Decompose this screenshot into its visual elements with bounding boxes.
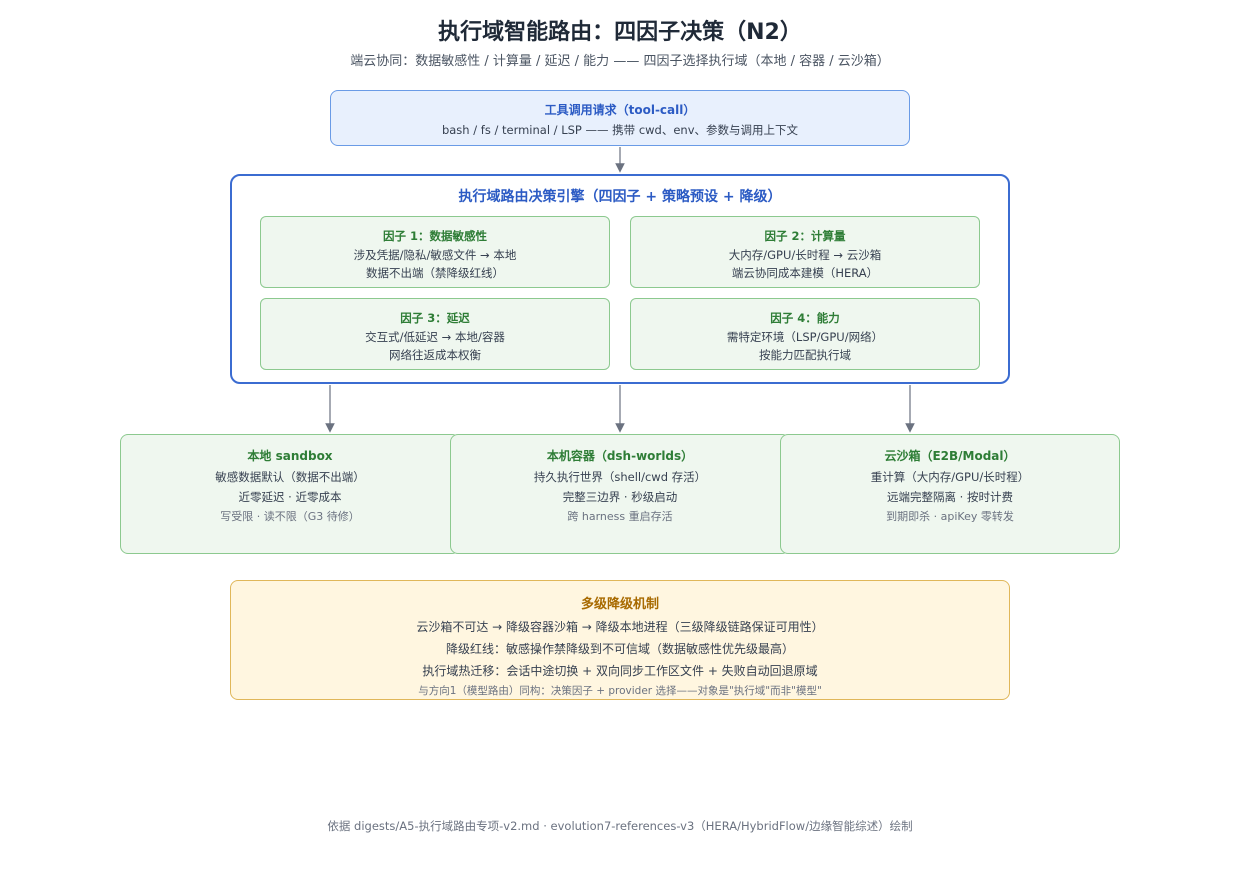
target-cloud-sandbox: 云沙箱（E2B/Modal） 重计算（大内存/GPU/长时程） 远端完整隔离 ·… [780,434,1120,554]
target-line: 敏感数据默认（数据不出端） [215,470,365,484]
factor-line: 大内存/GPU/长时程 → 云沙箱 [728,248,882,262]
factor-line: 端云协同成本建模（HERA） [731,266,879,280]
factor-title: 因子 1：数据敏感性 [382,229,487,243]
footer-source-note: 依据 digests/A5-执行域路由专项-v2.md · evolution7… [327,819,913,833]
factor-capability: 因子 4：能力 需特定环境（LSP/GPU/网络） 按能力匹配执行域 [630,298,980,370]
target-local-sandbox: 本地 sandbox 敏感数据默认（数据不出端） 近零延迟 · 近零成本 写受限… [120,434,460,554]
target-line: 完整三边界 · 秒级启动 [562,490,678,504]
target-note: 到期即杀 · apiKey 零转发 [886,510,1014,523]
factor-line: 按能力匹配执行域 [759,348,851,362]
target-line: 近零延迟 · 近零成本 [238,490,342,504]
factor-title: 因子 4：能力 [770,311,840,325]
factor-line: 需特定环境（LSP/GPU/网络） [726,330,884,344]
target-title: 云沙箱（E2B/Modal） [884,449,1016,463]
page-title: 执行域智能路由：四因子决策（N2） [438,20,802,45]
routing-engine-title: 执行域路由决策引擎（四因子 + 策略预设 + 降级） [458,189,782,205]
target-title: 本地 sandbox [247,449,333,463]
factor-line: 交互式/低延迟 → 本地/容器 [365,330,505,344]
target-note: 写受限 · 读不限（G3 待修） [220,510,360,523]
fallback-mechanism-box: 多级降级机制 云沙箱不可达 → 降级容器沙箱 → 降级本地进程（三级降级链路保证… [230,580,1010,700]
page-subtitle: 端云协同：数据敏感性 / 计算量 / 延迟 / 能力 —— 四因子选择执行域（本… [350,54,890,69]
fallback-line: 云沙箱不可达 → 降级容器沙箱 → 降级本地进程（三级降级链路保证可用性） [416,620,824,634]
fallback-note: 与方向1（模型路由）同构：决策因子 + provider 选择——对象是"执行域… [418,685,822,697]
fallback-line: 执行域热迁移：会话中途切换 + 双向同步工作区文件 + 失败自动回退原域 [422,664,818,678]
factor-data-sensitivity: 因子 1：数据敏感性 涉及凭据/隐私/敏感文件 → 本地 数据不出端（禁降级红线… [260,216,610,288]
fallback-line: 降级红线：敏感操作禁降级到不可信域（数据敏感性优先级最高） [445,642,794,656]
factor-title: 因子 3：延迟 [400,311,470,325]
factor-latency: 因子 3：延迟 交互式/低延迟 → 本地/容器 网络往返成本权衡 [260,298,610,370]
factor-compute: 因子 2：计算量 大内存/GPU/长时程 → 云沙箱 端云协同成本建模（HERA… [630,216,980,288]
target-note: 跨 harness 重启存活 [567,510,673,523]
factor-title: 因子 2：计算量 [764,229,846,243]
target-title: 本机容器（dsh-worlds） [546,449,694,463]
target-line: 远端完整隔离 · 按时计费 [887,490,1013,504]
target-line: 重计算（大内存/GPU/长时程） [870,470,1030,484]
request-text: bash / fs / terminal / LSP —— 携带 cwd、env… [441,123,799,137]
fallback-title: 多级降级机制 [580,597,659,612]
tool-call-request-box: 工具调用请求（tool-call） bash / fs / terminal /… [330,90,910,146]
factor-line: 数据不出端（禁降级红线） [366,266,504,280]
request-title: 工具调用请求（tool-call） [544,103,696,117]
factor-line: 网络往返成本权衡 [389,348,481,362]
target-line: 持久执行世界（shell/cwd 存活） [533,470,707,484]
target-local-container: 本机容器（dsh-worlds） 持久执行世界（shell/cwd 存活） 完整… [450,434,790,554]
factor-line: 涉及凭据/隐私/敏感文件 → 本地 [353,248,517,262]
